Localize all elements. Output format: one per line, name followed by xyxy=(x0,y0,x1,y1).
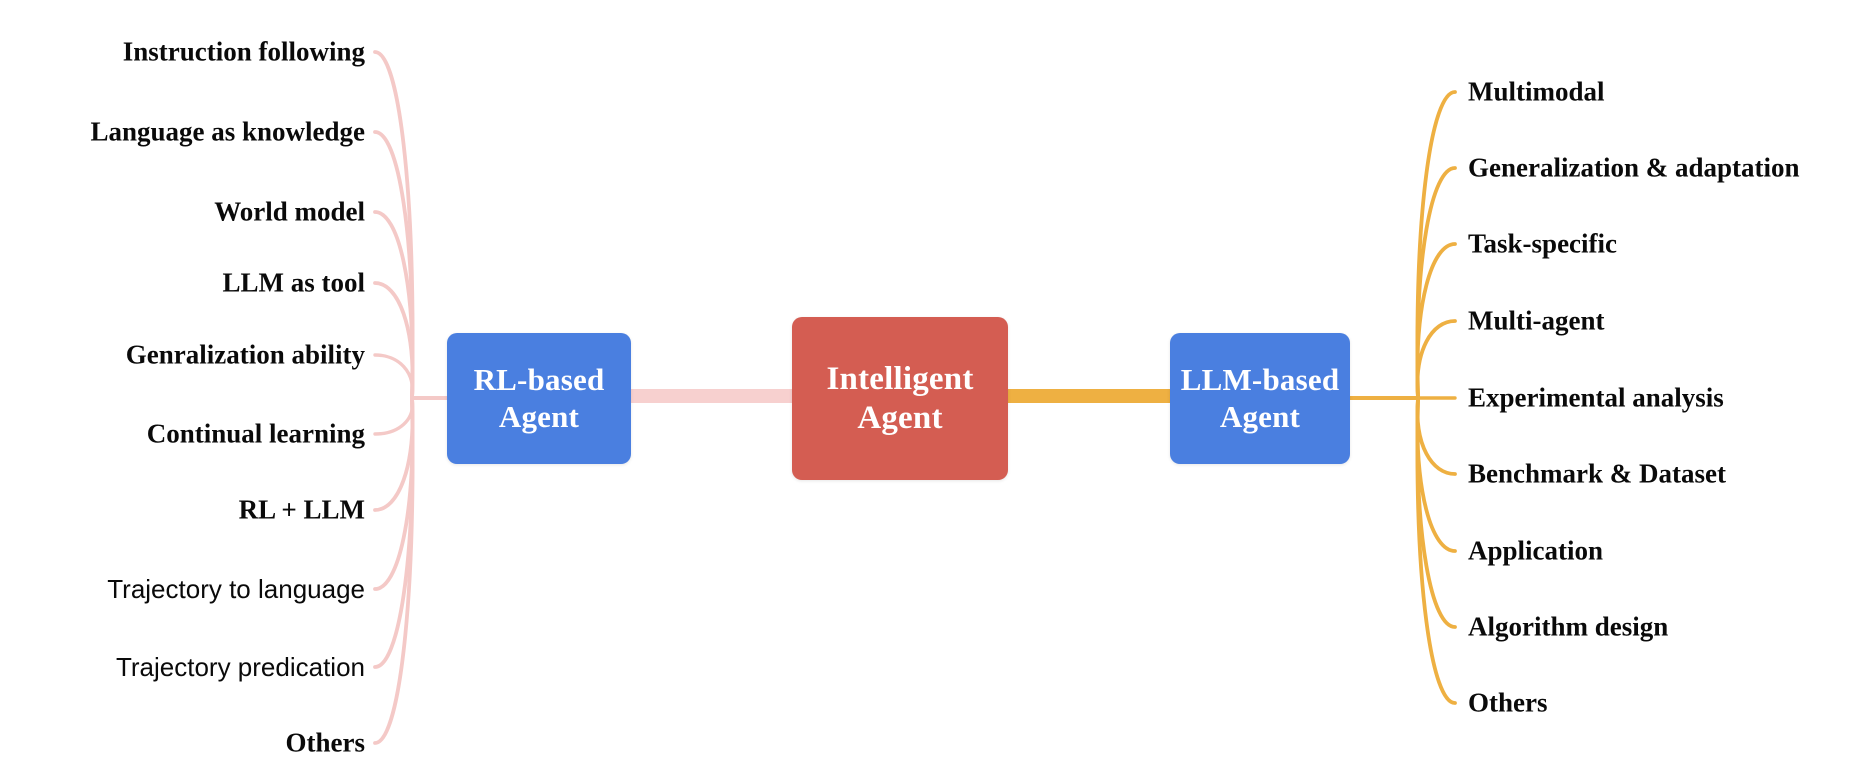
right-label-application[interactable]: Application xyxy=(1468,535,1604,566)
right-label-others[interactable]: Others xyxy=(1468,687,1548,718)
left-branch-curve-others xyxy=(373,396,415,745)
left-branch-curve-trajectory-predication xyxy=(373,396,415,669)
left-branch-curve-continual-learning xyxy=(373,396,415,436)
right-label-algorithm-design[interactable]: Algorithm design xyxy=(1468,611,1669,642)
node-rl-based-agent[interactable]: RL-based Agent xyxy=(447,333,631,464)
right-label-multimodal[interactable]: Multimodal xyxy=(1468,76,1605,107)
node-rl-line2: Agent xyxy=(498,398,580,434)
left-branch-curve-language-as-knowledge xyxy=(373,130,415,400)
left-branch-curve-rl-llm xyxy=(373,396,415,512)
right-label-benchmark-dataset[interactable]: Benchmark & Dataset xyxy=(1468,458,1726,489)
left-branch-curve-world-model xyxy=(373,210,415,400)
right-branch-curve-multi-agent xyxy=(1415,319,1457,400)
left-label-instruction-following[interactable]: Instruction following xyxy=(122,36,365,67)
right-branch-curve-algorithm-design xyxy=(1415,396,1457,629)
node-core-line2: Agent xyxy=(857,399,943,436)
connector-rl-to-center xyxy=(631,389,792,403)
left-branch-curves xyxy=(373,50,415,745)
left-branch-curve-llm-as-tool xyxy=(373,281,415,400)
node-llm-based-agent[interactable]: LLM-based Agent xyxy=(1170,333,1350,464)
node-llm-line1: LLM-based xyxy=(1180,361,1340,397)
left-label-continual-learning[interactable]: Continual learning xyxy=(146,418,365,449)
node-intelligent-agent[interactable]: Intelligent Agent xyxy=(792,317,1008,480)
node-llm-line2: Agent xyxy=(1219,398,1301,434)
right-label-multi-agent[interactable]: Multi-agent xyxy=(1468,305,1605,336)
left-branch-curve-instruction-following xyxy=(373,50,415,400)
left-label-trajectory-to-language[interactable]: Trajectory to language xyxy=(107,574,365,604)
connector-center-to-llm xyxy=(1008,389,1170,403)
left-label-rl-llm[interactable]: RL + LLM xyxy=(238,494,365,525)
left-label-trajectory-predication[interactable]: Trajectory predication xyxy=(115,652,365,682)
right-label-generalization-adaptation[interactable]: Generalization & adaptation xyxy=(1468,152,1800,183)
right-branch-curve-task-specific xyxy=(1415,242,1457,400)
left-label-language-as-knowledge[interactable]: Language as knowledge xyxy=(90,116,365,147)
node-rl-line1: RL-based xyxy=(473,361,605,397)
right-branch-curves xyxy=(1415,90,1457,705)
right-label-task-specific[interactable]: Task-specific xyxy=(1468,228,1618,259)
right-branch-curve-application xyxy=(1415,396,1457,553)
right-branch-curve-generalization-adaptation xyxy=(1415,166,1457,400)
left-branch-curve-trajectory-to-language xyxy=(373,396,415,591)
left-label-world-model[interactable]: World model xyxy=(214,196,365,227)
right-branch-curve-multimodal xyxy=(1415,90,1457,400)
left-branch-curve-genralization-ability xyxy=(373,353,415,400)
node-core-line1: Intelligent xyxy=(826,360,974,397)
right-branch-curve-benchmark-dataset xyxy=(1415,396,1457,476)
right-label-experimental-analysis[interactable]: Experimental analysis xyxy=(1468,382,1724,413)
node-rl-based-agent-text: RL-based Agent xyxy=(474,362,605,435)
left-label-llm-as-tool[interactable]: LLM as tool xyxy=(222,267,365,298)
left-label-genralization-ability[interactable]: Genralization ability xyxy=(125,339,365,370)
node-llm-based-agent-text: LLM-based Agent xyxy=(1181,362,1340,435)
node-intelligent-agent-text: Intelligent Agent xyxy=(826,360,973,438)
left-label-others[interactable]: Others xyxy=(285,727,365,758)
right-branch-curve-others xyxy=(1415,396,1457,705)
